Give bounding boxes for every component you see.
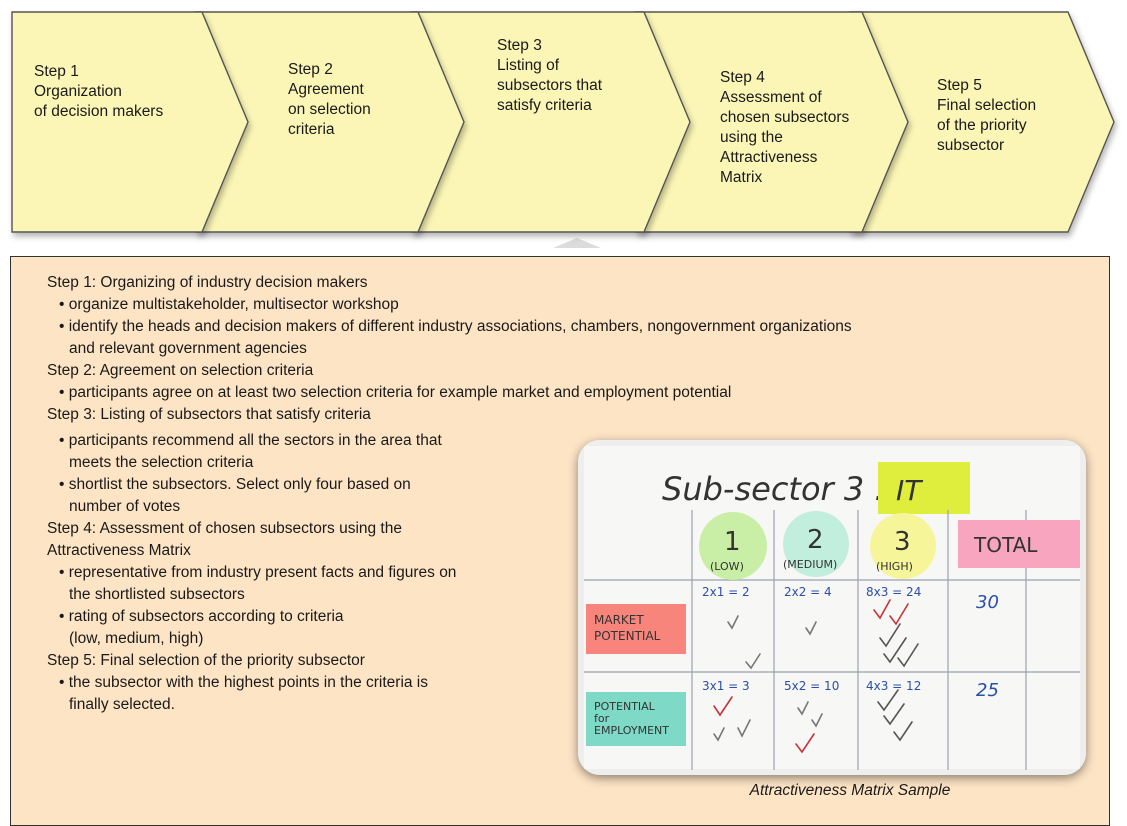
step-2-line: criteria	[288, 121, 335, 138]
detail-bullet: • shortlist the subsectors. Select only …	[59, 476, 411, 493]
column-label: (HIGH)	[876, 560, 913, 573]
employment-potential-note	[586, 692, 686, 746]
market-potential-note	[586, 604, 686, 654]
attractiveness-matrix-photo: Sub-sector 3 : IT 1 (LOW) 2 (MEDIUM) 3 (…	[578, 440, 1086, 775]
detail-bullet: • representative from industry present f…	[59, 564, 457, 581]
flow-connector	[553, 238, 601, 248]
detail-heading: Step 3: Listing of subsectors that satis…	[47, 406, 371, 423]
step-5-line: Final selection	[937, 97, 1037, 114]
detail-continuation: (low, medium, high)	[69, 630, 204, 647]
row-label: POTENTIAL	[594, 629, 661, 643]
subsector-value: IT	[896, 474, 923, 507]
check-marks	[713, 599, 919, 754]
column-medium-circle	[783, 511, 849, 577]
detail-bullet: • rating of subsectors according to crit…	[59, 608, 344, 625]
column-low-circle	[699, 512, 767, 580]
cell-formula: 3x1 = 3	[702, 679, 750, 693]
row-label: EMPLOYMENT	[594, 724, 669, 737]
matrix-title: Sub-sector 3 :	[662, 470, 885, 508]
column-number: 1	[724, 527, 741, 557]
column-label: (MEDIUM)	[783, 558, 837, 571]
detail-bullet: • organize multistakeholder, multisector…	[59, 296, 399, 313]
step-3-text: Step 3 Listing of subsectors that satisf…	[497, 36, 602, 116]
step-2-line: on selection	[288, 101, 371, 118]
step-1-title: Step 1	[34, 63, 79, 80]
step-4-text: Step 4 Assessment of chosen subsectors u…	[720, 68, 849, 188]
detail-continuation: finally selected.	[69, 696, 175, 713]
column-label: (LOW)	[710, 560, 744, 573]
row-label: MARKET	[594, 613, 644, 627]
step-3-line: satisfy criteria	[497, 97, 592, 114]
row-label: POTENTIAL	[594, 700, 656, 713]
step-5-text: Step 5 Final selection of the priority s…	[937, 76, 1036, 156]
step-1-text: Step 1 Organization of decision makers	[34, 62, 163, 122]
step-5-line: subsector	[937, 137, 1005, 154]
detail-bullet: • the subsector with the highest points …	[59, 674, 429, 691]
detail-heading: Step 1: Organizing of industry decision …	[47, 274, 368, 291]
detail-bullet: • participants recommend all the sectors…	[59, 432, 442, 449]
row-total: 25	[976, 680, 999, 701]
detail-continuation: and relevant government agencies	[69, 340, 307, 357]
step-3-line: subsectors that	[497, 77, 603, 94]
step-1-line: of decision makers	[34, 103, 164, 120]
total-note	[958, 520, 1080, 568]
process-flow	[11, 11, 1115, 248]
detail-heading: Step 4: Assessment of chosen subsectors …	[47, 520, 402, 537]
column-number: 3	[894, 527, 911, 557]
step-2-line: Agreement	[288, 81, 364, 98]
cell-formula: 2x2 = 4	[784, 585, 832, 599]
step-3-title: Step 3	[497, 37, 542, 54]
column-number: 2	[807, 525, 824, 555]
column-high-circle	[870, 513, 936, 579]
detail-bullet: • participants agree on at least two sel…	[59, 384, 732, 401]
step-4-line: using the	[720, 129, 783, 146]
subsector-note	[878, 462, 970, 514]
detail-continuation: the shortlisted subsectors	[69, 586, 245, 603]
step-1-line: Organization	[34, 83, 122, 100]
matrix-grid	[584, 510, 1080, 770]
step-4-line: chosen subsectors	[720, 109, 850, 126]
detail-heading: Step 2: Agreement on selection criteria	[47, 362, 314, 379]
detail-continuation: meets the selection criteria	[69, 454, 254, 471]
step-2-title: Step 2	[288, 61, 333, 78]
step-4-line: Assessment of	[720, 89, 822, 106]
step-2-text: Step 2 Agreement on selection criteria	[288, 60, 371, 140]
step-4-line: Matrix	[720, 169, 763, 186]
step-4-title: Step 4	[720, 69, 765, 86]
step-4-line: Attractiveness	[720, 149, 818, 166]
detail-heading: Attractiveness Matrix	[47, 542, 191, 559]
cell-formula: 8x3 = 24	[866, 585, 921, 599]
photo-caption: Attractiveness Matrix Sample	[749, 782, 951, 799]
step-1-chevron	[11, 11, 249, 233]
row-total: 30	[976, 592, 999, 613]
step-5-title: Step 5	[937, 77, 982, 94]
step-5-line: of the priority	[937, 117, 1027, 134]
total-label: TOTAL	[973, 533, 1038, 557]
detail-bullet: • identify the heads and decision makers…	[59, 318, 852, 335]
detail-continuation: number of votes	[69, 498, 181, 515]
detail-heading: Step 5: Final selection of the priority …	[47, 652, 365, 669]
cell-formula: 5x2 = 10	[784, 679, 839, 693]
row-label: for	[594, 712, 610, 725]
cell-formula: 4x3 = 12	[866, 679, 921, 693]
step-3-line: Listing of	[497, 57, 560, 74]
cell-formula: 2x1 = 2	[702, 585, 750, 599]
